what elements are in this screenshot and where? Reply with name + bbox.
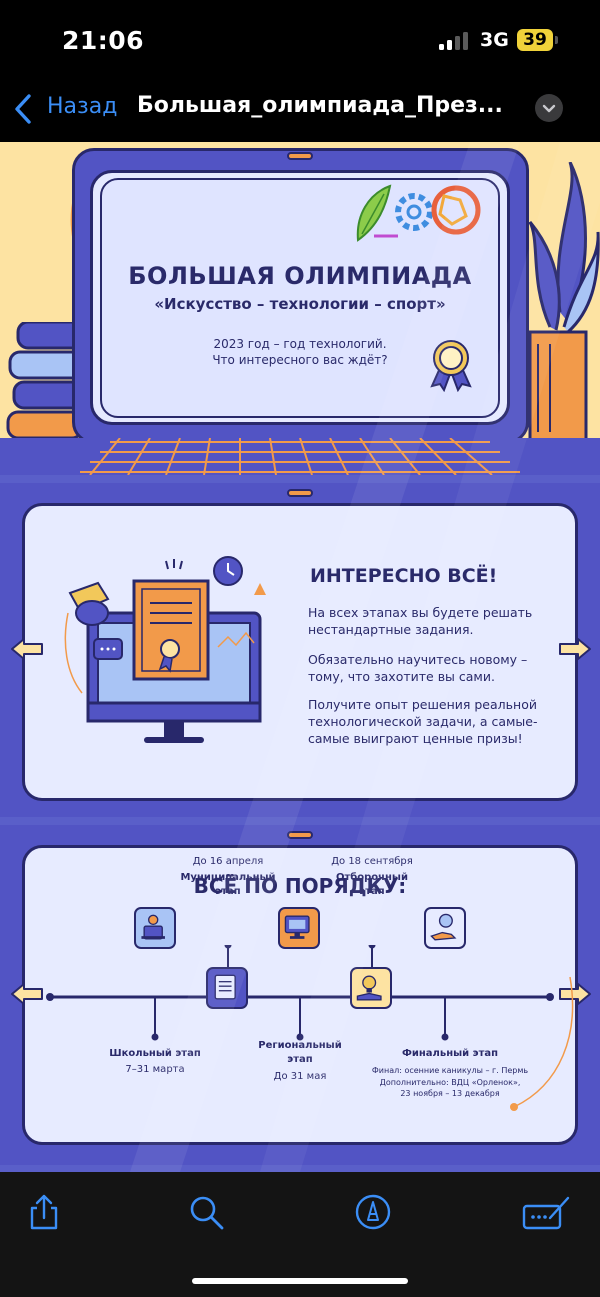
- selection-name-l2: этап: [359, 886, 385, 897]
- home-indicator[interactable]: [192, 1278, 408, 1284]
- school-date: 7–31 марта: [125, 1064, 185, 1075]
- signature-icon[interactable]: [522, 1192, 572, 1232]
- regional-name-l1: Региональный: [258, 1040, 342, 1051]
- plant-illustration: [528, 162, 600, 444]
- olympiad-logo-icon: [356, 184, 481, 242]
- slide-timeline[interactable]: ВСЁ ПО ПОРЯДКУ:: [0, 825, 600, 1165]
- title-menu-button[interactable]: [535, 94, 563, 122]
- slide2-heading: ИНТЕРЕСНО ВСЁ!: [310, 565, 498, 587]
- municipal-date: До 16 апреля: [192, 856, 264, 867]
- bottom-toolbar: [0, 1172, 600, 1297]
- timeline: [46, 945, 554, 1041]
- regional-date: До 31 мая: [273, 1071, 327, 1082]
- municipal-stage-icon: [206, 967, 248, 1009]
- slide-heading: ВСЁ ПО ПОРЯДКУ:: [193, 874, 407, 898]
- network-type: 3G: [480, 29, 509, 51]
- slide-title[interactable]: БОЛЬШАЯ ОЛИМПИАДА «Искусство – технологи…: [0, 142, 600, 475]
- slide2-p1-line1: На всех этапах вы будете решать: [308, 605, 533, 620]
- cellular-signal-icon: [439, 30, 469, 50]
- back-button[interactable]: Назад: [47, 94, 118, 119]
- municipal-name-l2: этап: [215, 886, 241, 897]
- battery-icon: 39: [517, 29, 553, 51]
- laptop-camera: [287, 152, 313, 160]
- slide2-p3-line2: технологической задачи, а самые-: [308, 714, 538, 729]
- slide-camera: [287, 831, 313, 839]
- arrow-left-icon[interactable]: [10, 982, 44, 1006]
- battery-tip: [555, 36, 558, 44]
- school-name: Школьный этап: [109, 1048, 201, 1059]
- medal-icon: [430, 340, 472, 392]
- arrow-right-icon[interactable]: [558, 982, 592, 1006]
- slide2-p3-line1: Получите опыт решения реальной: [308, 697, 537, 712]
- slide-title-text: БОЛЬШАЯ ОЛИМПИАДА: [128, 262, 472, 290]
- slide2-p2-line1: Обязательно научитесь новому –: [308, 652, 528, 667]
- slide-subtitle: «Искусство – технологии – спорт»: [154, 295, 446, 313]
- monitor-certificate-illustration: [64, 556, 266, 743]
- selection-stage-icon: [350, 967, 392, 1009]
- markup-pen-icon[interactable]: [353, 1192, 393, 1232]
- slide2-p3-line3: самые выиграют ценные призы!: [308, 731, 523, 746]
- status-bar: 21:06 3G 39: [0, 0, 600, 80]
- municipal-name-l1: Муниципальный: [180, 872, 276, 883]
- status-time: 21:06: [62, 26, 145, 55]
- slide2-p1-line2: нестандартные задания.: [308, 622, 474, 637]
- slide-line-2: Что интересного вас ждёт?: [212, 353, 388, 367]
- school-stage-icon: [134, 907, 176, 949]
- slide-line-1: 2023 год – год технологий.: [213, 337, 387, 351]
- chevron-down-icon: [542, 104, 556, 113]
- selection-name-l1: Отборочный: [335, 872, 408, 883]
- regional-name-l2: этап: [287, 1054, 313, 1065]
- laptop-keyboard: [0, 438, 600, 475]
- final-line-2: Дополнительно: ВДЦ «Орленок»,: [379, 1078, 521, 1087]
- selection-date: До 18 сентября: [331, 856, 413, 867]
- slide-card: [22, 845, 578, 1145]
- arrow-left-icon[interactable]: [10, 637, 44, 661]
- decor-arc: [510, 976, 574, 1111]
- share-icon[interactable]: [24, 1192, 64, 1232]
- search-icon[interactable]: [186, 1192, 226, 1232]
- nav-bar: Назад Большая_олимпиада_През...: [0, 80, 600, 142]
- document-title: Большая_олимпиада_През...: [137, 93, 503, 118]
- final-line-1: Финал: осенние каникулы – г. Пермь: [371, 1066, 529, 1075]
- chevron-left-icon[interactable]: [10, 92, 36, 126]
- final-line-3: 23 ноября – 13 декабря: [400, 1089, 500, 1098]
- final-stage-icon: [424, 907, 466, 949]
- regional-stage-icon: [278, 907, 320, 949]
- final-name: Финальный этап: [401, 1048, 499, 1059]
- slide2-p2-line2: тому, что захотите вы сами.: [308, 669, 495, 684]
- arrow-right-icon[interactable]: [558, 637, 592, 661]
- slide-camera: [287, 489, 313, 497]
- slide-interesting[interactable]: [0, 483, 600, 817]
